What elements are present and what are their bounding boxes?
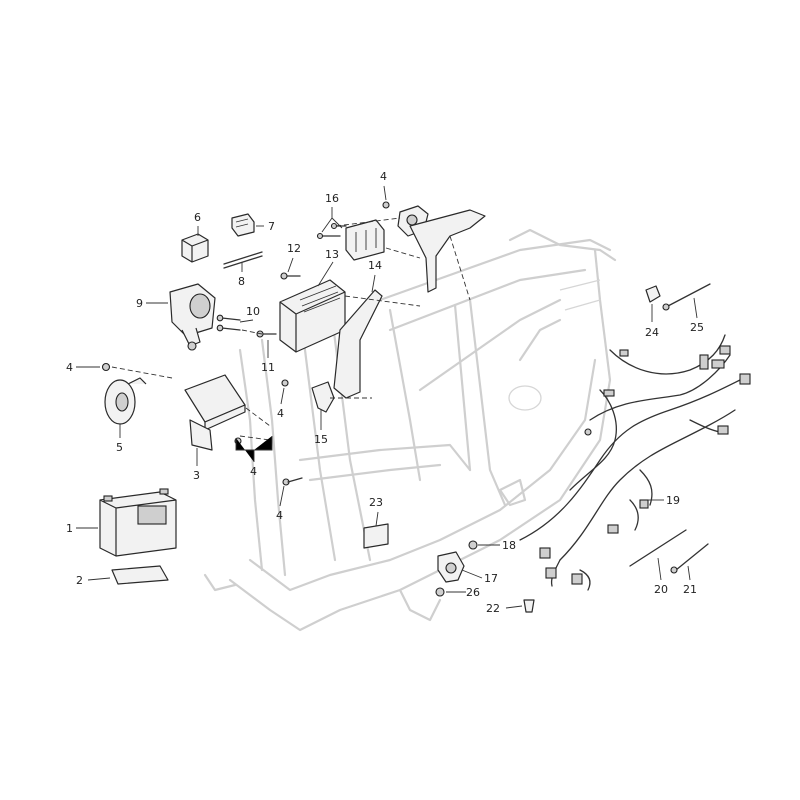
callout-4-frame: 4 — [276, 509, 283, 522]
callout-4-top: 4 — [380, 170, 387, 183]
callout-15: 15 — [314, 433, 328, 446]
callout-25: 25 — [690, 321, 704, 334]
ignition-switch — [169, 283, 216, 351]
wiring-harness — [519, 334, 751, 591]
callout-1: 1 — [66, 522, 73, 535]
small-bracket — [311, 381, 335, 413]
chassis-frame — [203, 228, 617, 632]
battery-pad — [111, 565, 169, 585]
callout-labels: 1 2 3 4 4 4 4 4 5 6 7 8 9 10 11 12 13 14… — [66, 170, 704, 615]
callout-23: 23 — [369, 496, 383, 509]
rod-21 — [670, 543, 709, 574]
battery — [99, 488, 177, 557]
callout-8: 8 — [238, 275, 245, 288]
assembly-lines — [111, 217, 471, 441]
connector — [231, 213, 255, 237]
callout-14: 14 — [368, 259, 382, 272]
ecu-bracket — [333, 289, 383, 399]
nut-18 — [468, 540, 478, 550]
callout-20: 20 — [654, 583, 668, 596]
callout-3: 3 — [193, 469, 200, 482]
cable-tie — [223, 251, 263, 269]
callout-6: 6 — [194, 211, 201, 224]
callout-10: 10 — [246, 305, 260, 318]
callout-22: 22 — [486, 602, 500, 615]
callout-2: 2 — [76, 574, 83, 587]
bolt-24 — [645, 285, 661, 303]
callout-9: 9 — [136, 297, 143, 310]
upper-bracket — [382, 201, 486, 293]
callout-5: 5 — [116, 441, 123, 454]
rod-20 — [629, 529, 687, 567]
callout-12: 12 — [287, 242, 301, 255]
callout-24: 24 — [645, 326, 659, 339]
leader-lines — [76, 185, 698, 609]
callout-21: 21 — [683, 583, 697, 596]
callout-19: 19 — [666, 494, 680, 507]
clip-22 — [523, 599, 535, 613]
callout-26: 26 — [466, 586, 480, 599]
callout-4-ecu: 4 — [277, 407, 284, 420]
callout-4-unit: 4 — [250, 465, 257, 478]
callout-11: 11 — [261, 361, 275, 374]
ecu-module — [279, 279, 346, 353]
callout-17: 17 — [484, 572, 498, 585]
screw-12 — [280, 272, 301, 280]
control-unit — [184, 374, 246, 451]
callout-16: 16 — [325, 192, 339, 205]
relay — [181, 233, 209, 263]
sensor — [437, 551, 465, 583]
callout-13: 13 — [325, 248, 339, 261]
label-plate — [363, 523, 389, 549]
screws-10 — [216, 314, 241, 332]
callout-18: 18 — [502, 539, 516, 552]
callout-7: 7 — [268, 220, 275, 233]
bolt-25 — [662, 283, 711, 311]
nut-26 — [435, 587, 445, 597]
horn — [104, 377, 147, 425]
callout-4-horn: 4 — [66, 361, 73, 374]
